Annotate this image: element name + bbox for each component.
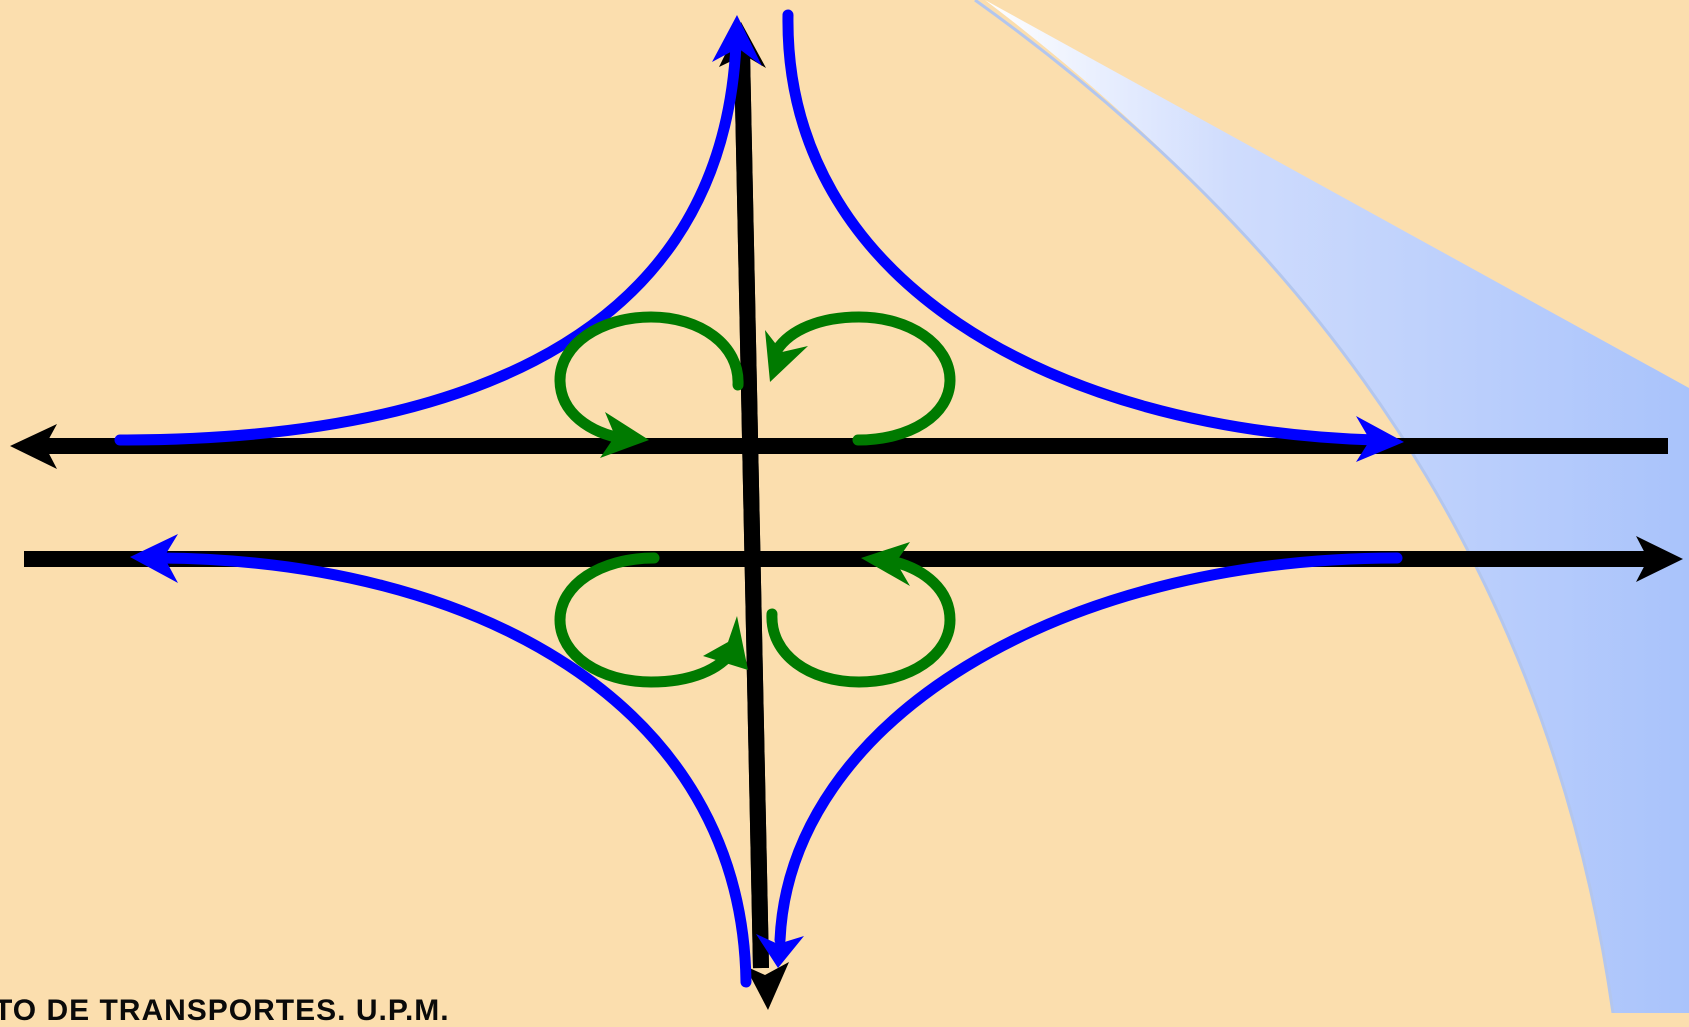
ramp-north-to-east-arrowhead	[1356, 416, 1404, 462]
ramp-east-to-south	[774, 552, 1403, 946]
loop-ramp-upper-left-arrowhead	[600, 412, 649, 458]
loop-ramp-lower-right-arrowhead	[861, 542, 910, 586]
highway-southbound-arrowhead	[745, 962, 789, 1010]
ramp-west-to-north-arrowhead	[712, 15, 762, 66]
loop-ramp-upper-right	[771, 311, 956, 446]
page-curl-decoration	[974, 0, 1689, 1013]
ramp-south-to-west	[154, 552, 752, 988]
loop-ramp-lower-right	[766, 556, 956, 688]
page-curl-shape	[985, 0, 1689, 1013]
loop-ramp-upper-right-arrowhead	[765, 330, 808, 382]
highway-southbound	[734, 51, 769, 969]
main-highways	[10, 22, 1683, 1010]
loop-ramp-lower-left-arrowhead	[703, 616, 748, 670]
highway-eastbound-arrowhead	[1636, 536, 1683, 582]
footer-caption: TO DE TRANSPORTES. U.P.M.	[0, 994, 450, 1027]
loop-ramp-lower-left	[554, 552, 739, 688]
ramp-south-to-west-arrowhead	[130, 534, 178, 583]
ramp-west-to-north	[114, 39, 742, 446]
loop-ramps	[554, 311, 956, 688]
loop-ramp-upper-left	[554, 311, 744, 445]
page-curl-edge	[974, 0, 1615, 1013]
ramp-north-to-east	[782, 9, 1381, 446]
highway-westbound-arrowhead	[10, 424, 57, 469]
direct-ramps	[114, 9, 1404, 988]
ramp-east-to-south-arrowhead	[756, 934, 804, 968]
